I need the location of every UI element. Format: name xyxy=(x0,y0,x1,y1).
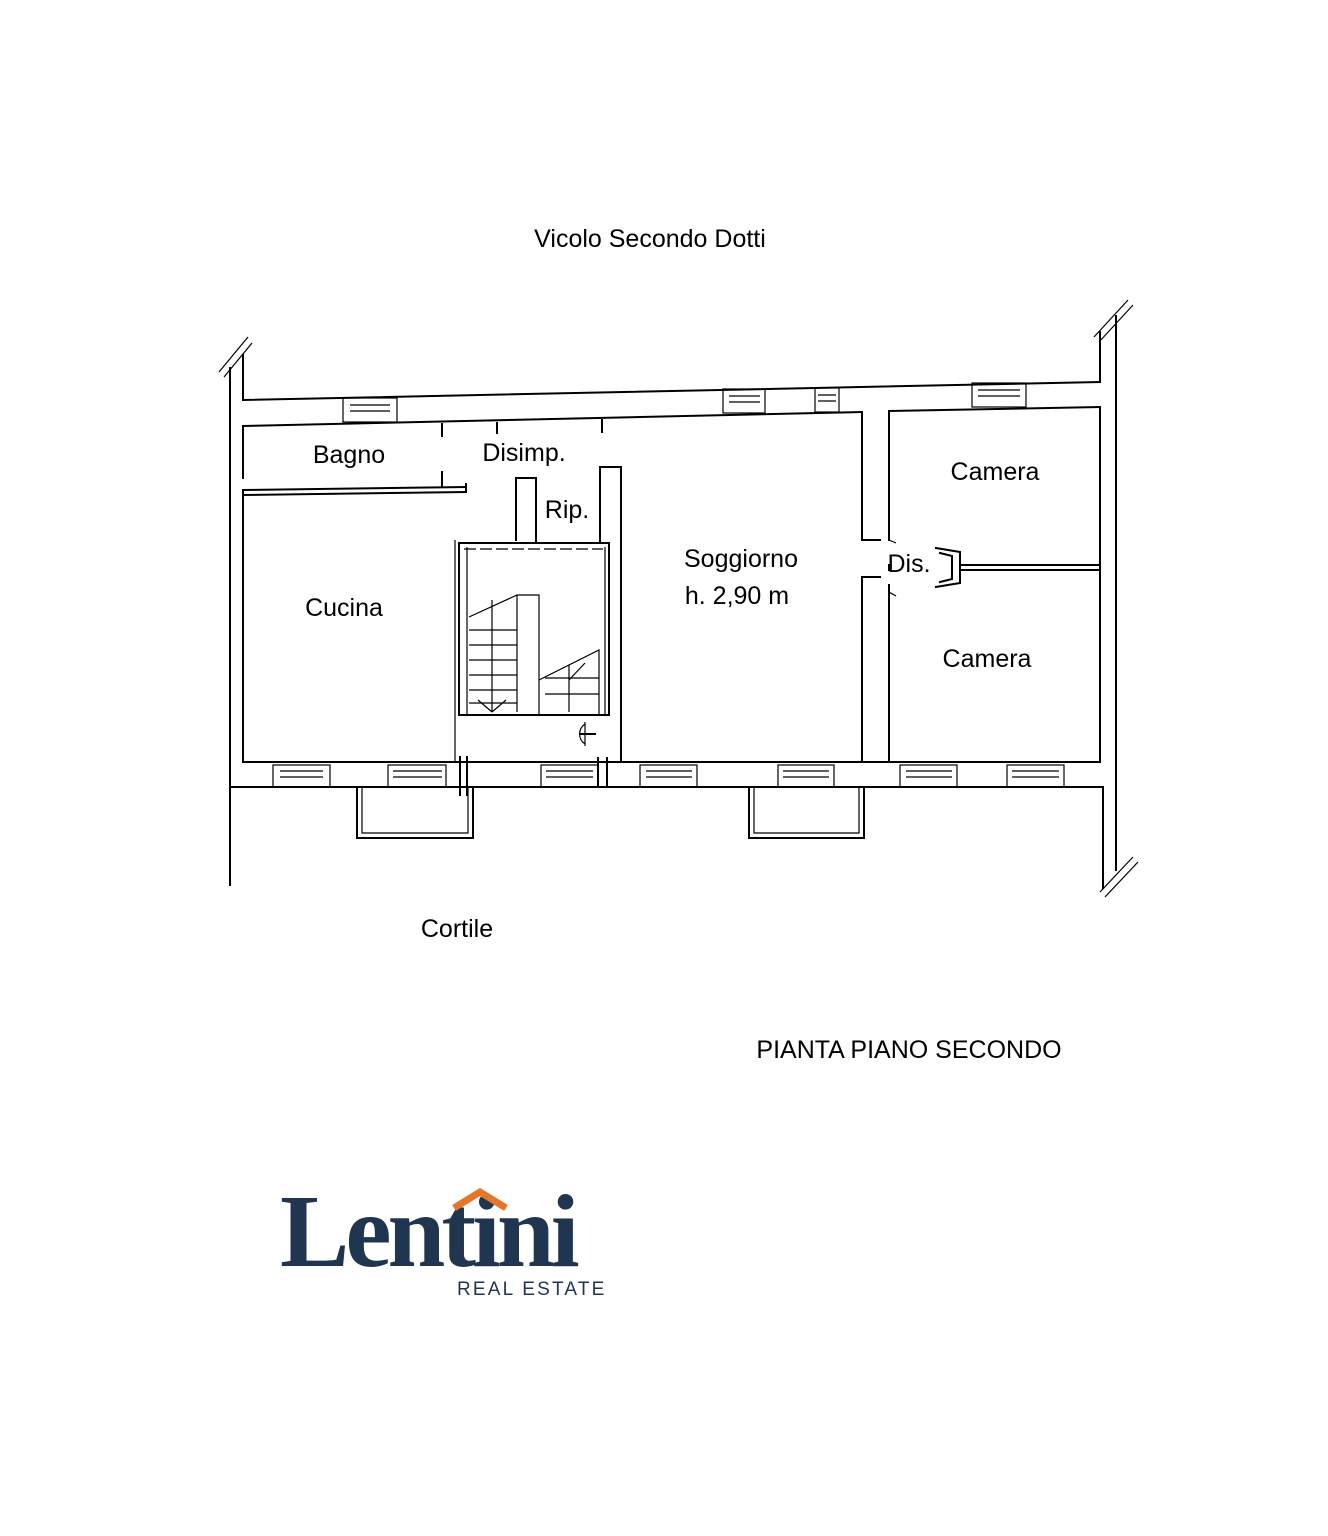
lentini-logo: Lentini REAL ESTATE xyxy=(280,1180,620,1310)
room-label-soggiorno-height: h. 2,90 m xyxy=(685,582,789,610)
room-label-disimpegno: Disimp. xyxy=(482,439,565,467)
logo-wordmark: Lentini xyxy=(280,1174,580,1289)
street-windows xyxy=(342,382,1027,423)
room-label-camera-1: Camera xyxy=(951,458,1040,486)
stair-core xyxy=(454,540,610,762)
room-label-ripostiglio: Rip. xyxy=(545,496,589,524)
balconies xyxy=(356,786,865,839)
logo-tagline: REAL ESTATE xyxy=(457,1279,607,1300)
room-label-soggiorno: Soggiorno xyxy=(684,545,798,573)
room-label-disimpegno-2: Dis. xyxy=(887,550,930,578)
courtyard-label: Cortile xyxy=(421,915,493,943)
room-label-bagno: Bagno xyxy=(313,441,385,469)
room-label-camera-2: Camera xyxy=(943,645,1032,673)
courtyard-windows xyxy=(272,756,1065,796)
logo-roof-icon xyxy=(452,1187,508,1211)
interior-walls xyxy=(241,410,1101,763)
room-label-cucina: Cucina xyxy=(305,594,383,622)
street-label: Vicolo Secondo Dotti xyxy=(534,225,766,253)
plan-title: PIANTA PIANO SECONDO xyxy=(756,1036,1061,1064)
outer-walls xyxy=(218,299,1139,898)
